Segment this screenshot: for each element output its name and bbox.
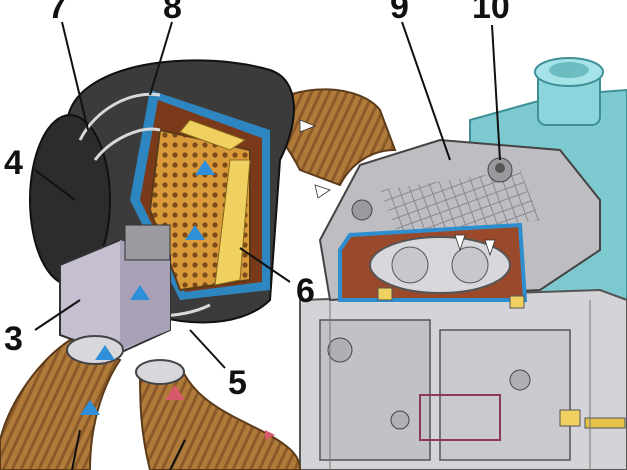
callout-6: 6	[296, 272, 315, 310]
callout-8: 8	[163, 0, 182, 26]
cold-air-arrows	[80, 160, 215, 415]
flow-arrows-white	[299, 119, 496, 257]
leader-lines	[34, 21, 501, 470]
callout-10: 10	[472, 0, 510, 26]
callout-5: 5	[228, 364, 247, 402]
callout-3: 3	[4, 320, 23, 358]
hot-air-arrows	[165, 385, 275, 440]
filter-element	[148, 119, 251, 292]
cold-air-hose	[0, 338, 122, 470]
callout-7: 7	[48, 0, 67, 26]
filter-housing-cover	[318, 138, 601, 309]
hot-air-hose	[138, 363, 302, 470]
callout-9: 9	[390, 0, 409, 26]
carburetor-body	[299, 288, 627, 470]
callout-4: 4	[4, 144, 23, 182]
